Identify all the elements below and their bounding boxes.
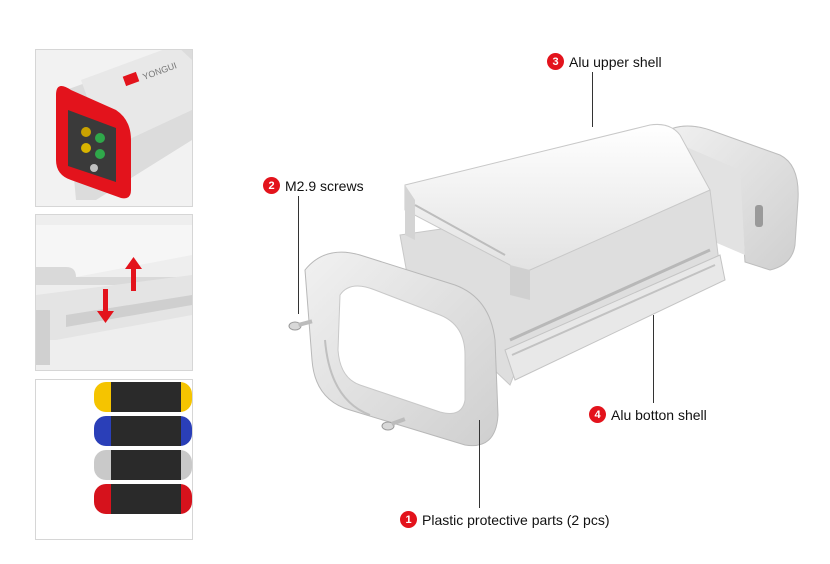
callout-label: M2.9 screws [285,177,364,194]
leader-line-bottom-shell [653,315,654,403]
thumbnail-assembly [35,214,193,371]
callout-alu-bottom-shell: 4 Alu botton shell [589,406,707,423]
screw-icon [288,319,313,331]
color-variants-illustration [36,380,192,539]
alu-upper-shell [404,124,711,300]
callout-number-badge: 4 [589,406,606,423]
red-endcap-illustration: YONGUI [36,50,192,206]
leader-line-plastic [479,420,480,508]
callout-label: Alu upper shell [569,53,662,70]
callout-alu-upper-shell: 3 Alu upper shell [547,53,662,70]
callout-label: Alu botton shell [611,406,707,423]
callout-label: Plastic protective parts (2 pcs) [422,511,610,528]
variant-blue [94,416,192,446]
screw-front-icon [381,417,406,431]
thumbnail-red-endcap: YONGUI [35,49,193,207]
callout-number-badge: 1 [400,511,417,528]
front-plastic-cap [304,251,499,447]
up-arrow-icon [125,257,142,291]
callout-plastic-protective-parts: 1 Plastic protective parts (2 pcs) [400,511,610,528]
callout-number-badge: 3 [547,53,564,70]
thumbnail-color-variants [35,379,193,540]
exploded-enclosure-diagram [288,124,799,447]
callout-number-badge: 2 [263,177,280,194]
variant-gray [94,450,192,480]
variant-red [94,484,192,514]
leader-line-screws [298,196,299,314]
assembly-illustration [36,215,192,370]
down-arrow-icon [97,289,114,323]
variant-yellow [94,382,192,412]
callout-m2-9-screws: 2 M2.9 screws [263,177,364,194]
leader-line-upper-shell [592,72,593,127]
